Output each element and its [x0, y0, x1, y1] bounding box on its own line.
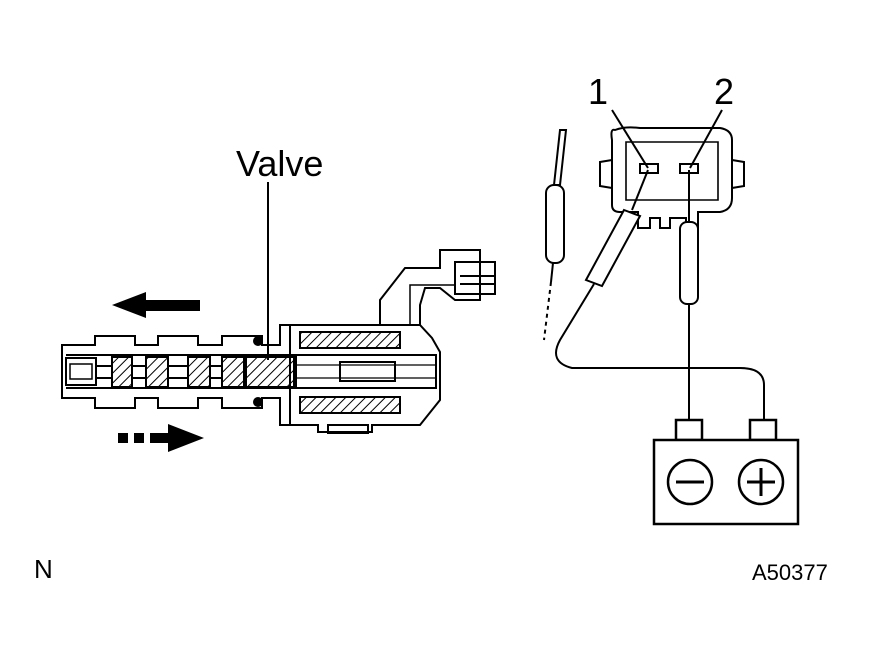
connector-right-tab [731, 159, 745, 189]
plunger-core [339, 361, 396, 382]
coil-upper [299, 331, 401, 349]
coil-lead [409, 284, 455, 325]
connector [599, 126, 745, 229]
spare-probe [543, 129, 568, 341]
connector-outline [610, 126, 733, 229]
connector-pin-block [454, 261, 496, 295]
probe-terminal-2 [679, 170, 699, 422]
end-cap-inner [69, 363, 93, 380]
terminal-1-slot [639, 163, 659, 174]
solid-arrow-left-icon [112, 292, 200, 318]
battery-post-right [748, 418, 778, 442]
terminal-1-leader [611, 109, 649, 169]
terminal-1-label: 1 [588, 71, 608, 112]
connector-left-tab [599, 159, 613, 189]
spool-land-3 [187, 356, 211, 388]
probe-terminal-1 [555, 169, 765, 422]
plus-terminal-icon [737, 458, 785, 506]
battery [652, 418, 800, 526]
spool-main-land [245, 356, 295, 388]
lead-negative [555, 283, 765, 422]
dashed-arrow-right-icon [118, 424, 204, 452]
coil-lower [299, 396, 401, 414]
spool-land-2 [145, 356, 169, 388]
valve-label: Valve [236, 143, 323, 184]
oil-control-valve [61, 249, 496, 434]
terminal-2-label: 2 [714, 71, 734, 112]
terminal-2-leader [689, 109, 723, 169]
spool-land-4 [221, 356, 245, 388]
mount-boss [327, 424, 369, 434]
minus-terminal-icon [666, 458, 714, 506]
connector-inner [625, 141, 719, 201]
corner-label: N [34, 554, 53, 584]
figure-code: A50377 [752, 560, 828, 585]
battery-post-left [674, 418, 704, 442]
spool-land-1 [111, 356, 133, 388]
o-ring-top [253, 336, 263, 346]
valve-body-outline [61, 324, 441, 433]
o-ring-bottom [253, 397, 263, 407]
plunger [295, 354, 437, 389]
